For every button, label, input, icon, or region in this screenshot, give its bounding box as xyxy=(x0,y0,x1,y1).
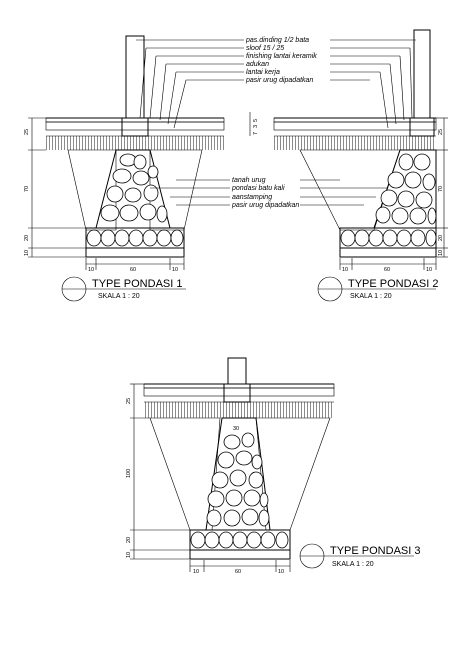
svg-text:7: 7 xyxy=(253,132,259,135)
vertical-dimensions: 25 70 20 10 xyxy=(24,117,86,258)
svg-text:25: 25 xyxy=(438,129,444,135)
svg-text:10: 10 xyxy=(342,267,348,273)
svg-text:100: 100 xyxy=(126,469,132,478)
top-width-dim: 30 xyxy=(233,426,239,432)
svg-text:finishing lantai keramik: finishing lantai keramik xyxy=(246,53,317,60)
horizontal-dimensions: 10 60 10 xyxy=(339,258,437,273)
footing-title: TYPE PONDASI 1 xyxy=(92,278,182,290)
svg-text:20: 20 xyxy=(438,235,444,241)
svg-text:5: 5 xyxy=(253,119,259,122)
svg-text:60: 60 xyxy=(130,267,136,273)
river-stones xyxy=(100,153,168,223)
svg-text:70: 70 xyxy=(438,186,444,192)
svg-text:10: 10 xyxy=(426,267,432,273)
soil-left xyxy=(67,149,117,231)
svg-text:20: 20 xyxy=(126,537,132,543)
soil-backfill xyxy=(46,136,224,150)
svg-text:3: 3 xyxy=(253,125,259,128)
floor-work-layer xyxy=(45,121,225,131)
svg-text:10: 10 xyxy=(278,569,284,575)
svg-text:10: 10 xyxy=(24,250,30,256)
footing-type-2: 25 70 20 10 10 60 10 TYPE PONDASI 2 SKAL… xyxy=(273,29,448,302)
sand-bed xyxy=(189,549,291,560)
svg-text:60: 60 xyxy=(235,569,241,575)
svg-text:adukan: adukan xyxy=(246,61,269,68)
svg-text:pondasi batu kali: pondasi batu kali xyxy=(231,185,285,192)
svg-text:pasir urug dipadatkan: pasir urug dipadatkan xyxy=(231,202,299,209)
mid-labels: tanah urug pondasi batu kali aanstamping… xyxy=(231,177,299,209)
footing-scale: SKALA 1 : 20 xyxy=(98,293,140,300)
aanstamping-stones xyxy=(190,531,289,549)
svg-text:25: 25 xyxy=(126,398,132,404)
river-stones xyxy=(206,432,270,527)
svg-text:pas.dinding 1/2 bata: pas.dinding 1/2 bata xyxy=(245,37,309,44)
floor-finish-layer xyxy=(45,117,225,123)
soil-backfill xyxy=(144,402,334,418)
soil-backfill xyxy=(274,136,436,150)
footing-scale: SKALA 1 : 20 xyxy=(332,561,374,568)
footing-title: TYPE PONDASI 3 xyxy=(330,545,420,557)
svg-text:sloof 15 / 25: sloof 15 / 25 xyxy=(246,45,284,52)
sloof-beam xyxy=(409,117,435,137)
horizontal-dimensions: 10 60 10 xyxy=(85,258,185,273)
svg-text:25: 25 xyxy=(24,129,30,135)
svg-text:tanah urug: tanah urug xyxy=(232,177,266,184)
aanstamping-stones xyxy=(340,229,437,247)
svg-text:10: 10 xyxy=(126,552,132,558)
sloof-beam xyxy=(121,117,149,137)
top-label-leaders xyxy=(136,39,416,129)
sand-bed xyxy=(85,247,185,258)
mid-label-leaders xyxy=(150,179,388,206)
svg-text:pasir urug dipadatkan: pasir urug dipadatkan xyxy=(245,77,313,84)
floor-thickness-dims: 5 3 7 xyxy=(249,112,259,136)
footing-type-1: 25 70 20 10 10 60 10 TYPE PONDASI 1 SKAL… xyxy=(24,35,225,302)
top-labels: pas.dinding 1/2 bata sloof 15 / 25 finis… xyxy=(245,37,317,84)
sand-bed xyxy=(339,247,437,258)
aanstamping-stones xyxy=(86,229,184,247)
svg-text:10: 10 xyxy=(88,267,94,273)
vertical-dimensions: 25 70 20 10 xyxy=(436,117,448,258)
vertical-dimensions: 25 100 20 10 xyxy=(126,383,190,560)
footing-type-3: 30 xyxy=(126,357,420,575)
svg-text:10: 10 xyxy=(172,267,178,273)
footing-scale: SKALA 1 : 20 xyxy=(350,293,392,300)
svg-text:10: 10 xyxy=(193,569,199,575)
brick-wall xyxy=(413,29,431,119)
svg-text:70: 70 xyxy=(24,186,30,192)
horizontal-dimensions: 10 60 10 xyxy=(189,560,291,575)
svg-text:20: 20 xyxy=(24,235,30,241)
brick-wall xyxy=(227,357,247,385)
river-stones xyxy=(375,153,437,225)
svg-text:10: 10 xyxy=(438,250,444,256)
svg-text:aanstamping: aanstamping xyxy=(232,194,272,201)
sloof-beam xyxy=(223,383,251,403)
svg-text:60: 60 xyxy=(384,267,390,273)
footing-title: TYPE PONDASI 2 xyxy=(348,278,438,290)
svg-text:lantai kerja: lantai kerja xyxy=(246,69,280,76)
